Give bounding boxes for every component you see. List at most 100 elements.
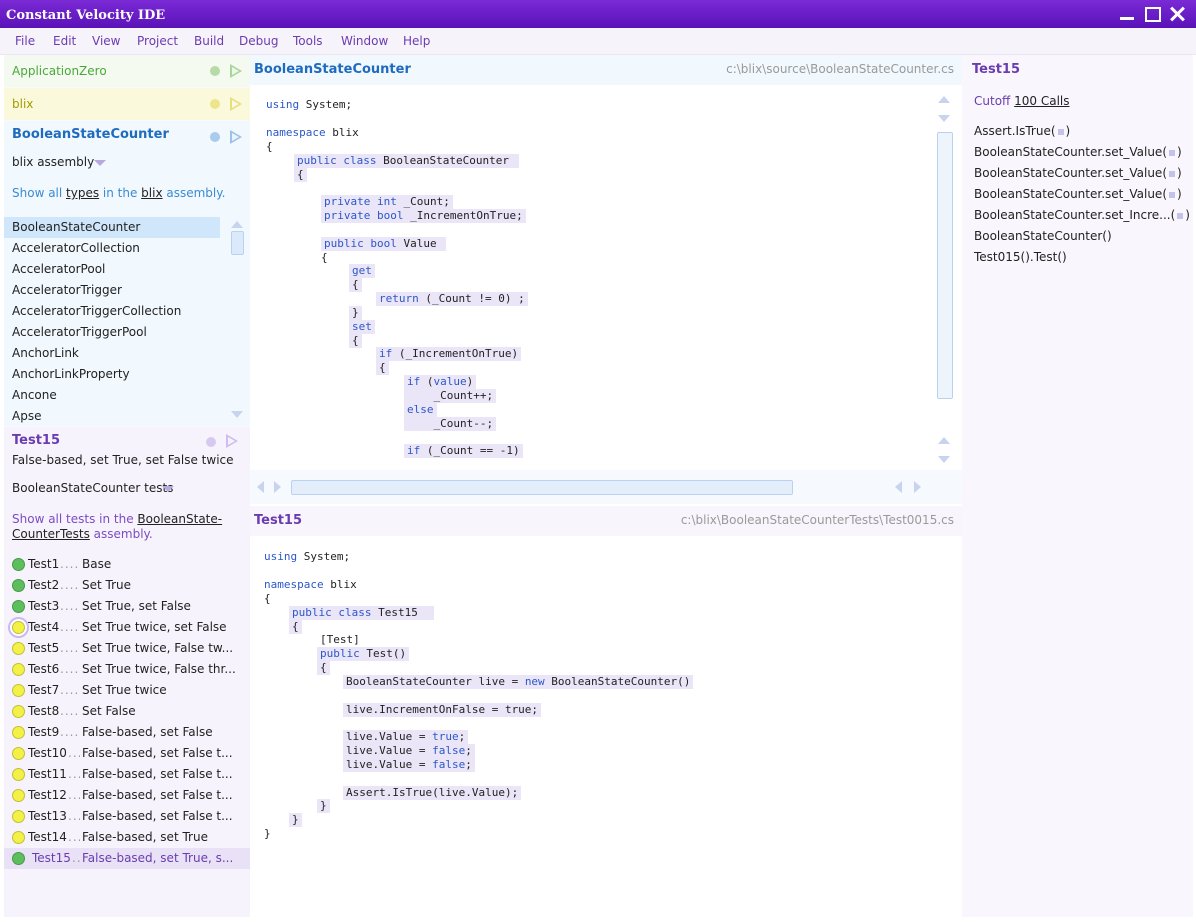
list-item[interactable]: BooleanStateCounter [4, 217, 220, 238]
scroll-left-icon[interactable] [895, 481, 902, 493]
test-row[interactable]: Test14..........False-based, set True [4, 827, 250, 848]
list-item[interactable]: AcceleratorCollection [12, 241, 140, 255]
test-row[interactable]: Test12..........False-based, set False t… [4, 785, 250, 806]
list-item[interactable]: AnchorLinkProperty [12, 367, 130, 381]
status-pending-icon [12, 810, 25, 823]
list-item[interactable]: AcceleratorTrigger [12, 283, 122, 297]
list-item[interactable]: Ancone [12, 388, 57, 402]
test-row[interactable]: Test9..........False-based, set False [4, 722, 250, 743]
menu-debug[interactable]: Debug [239, 34, 279, 48]
menu-project[interactable]: Project [137, 34, 179, 48]
test-row[interactable]: Test2..........Set True [4, 575, 250, 596]
test-row[interactable]: Test10..........False-based, set False t… [4, 743, 250, 764]
hint-text: Show all tests in the [12, 512, 138, 526]
menu-tools[interactable]: Tools [293, 34, 323, 48]
args-icon [1169, 170, 1175, 177]
call-text: Test015().Test() [974, 250, 1067, 264]
chevron-down-icon[interactable] [94, 160, 106, 166]
test-row[interactable]: Test7..........Set True twice [4, 680, 250, 701]
stop-circle-icon[interactable] [206, 437, 216, 447]
scroll-up-icon[interactable] [231, 221, 243, 228]
call-item[interactable]: BooleanStateCounter.set_Value() [974, 184, 1189, 205]
test-description: False-based, set True, s... [82, 851, 234, 865]
test-row[interactable]: Test6..........Set True twice, False thr… [4, 659, 250, 680]
scroll-up-icon[interactable] [938, 96, 950, 103]
list-item[interactable]: AcceleratorTriggerCollection [12, 304, 182, 318]
list-item[interactable]: AcceleratorPool [12, 262, 106, 276]
call-item[interactable]: BooleanStateCounter.set_Value() [974, 163, 1189, 184]
source-editor[interactable]: using System; namespace blix { public cl… [250, 88, 962, 466]
call-item[interactable]: BooleanStateCounter() [974, 226, 1189, 247]
scrollbar-thumb[interactable] [291, 480, 793, 495]
test-description: Base [82, 557, 112, 571]
scroll-right-icon[interactable] [274, 481, 281, 493]
test-row[interactable]: Test4..........Set True twice, set False [4, 617, 250, 638]
menu-edit[interactable]: Edit [53, 34, 77, 48]
close-paren: ) [1185, 208, 1190, 222]
list-item[interactable]: AcceleratorTriggerPool [12, 325, 147, 339]
status-pending-icon [12, 663, 25, 676]
scroll-right-icon[interactable] [914, 481, 921, 493]
status-running-icon [12, 621, 25, 634]
play-icon[interactable] [230, 64, 242, 78]
call-item[interactable]: BooleanStateCounter.set_Value() [974, 142, 1189, 163]
stop-circle-icon[interactable] [210, 99, 220, 109]
scroll-left-icon[interactable] [257, 481, 264, 493]
maximize-icon[interactable] [1144, 6, 1162, 22]
test-title: Test15 [12, 433, 61, 448]
test-row[interactable]: Test13..........False-based, set False t… [4, 806, 250, 827]
call-item[interactable]: BooleanStateCounter.set_Incre...() [974, 205, 1190, 226]
menu-file[interactable]: File [15, 34, 36, 48]
types-link[interactable]: types [66, 186, 100, 200]
test-row[interactable]: Test3..........Set True, set False [4, 596, 250, 617]
test-editor[interactable]: using System; namespace blix { public cl… [250, 540, 962, 914]
leader-dots: .......... [60, 662, 80, 676]
close-paren: ) [1065, 124, 1071, 138]
call-item[interactable]: Test015().Test() [974, 247, 1189, 268]
menu-build[interactable]: Build [194, 34, 225, 48]
tests-assembly-link[interactable]: BooleanState- [137, 512, 223, 526]
test-description: False-based, set False [82, 725, 213, 739]
project-name: blix [12, 97, 34, 111]
cutoff-value-link[interactable]: 100 Calls [1014, 94, 1070, 108]
scrollbar-thumb[interactable] [231, 231, 244, 255]
list-item[interactable]: Apse [12, 409, 42, 423]
project-row-blix[interactable]: blix [4, 88, 250, 120]
menu-view[interactable]: View [92, 34, 121, 48]
scrollbar-thumb[interactable] [937, 132, 953, 399]
assembly-dropdown[interactable]: blix assembly [12, 155, 95, 169]
test-row[interactable]: Test5..........Set True twice, False tw.… [4, 638, 250, 659]
list-item[interactable]: AnchorLink [12, 346, 79, 360]
assembly-link[interactable]: blix [141, 186, 163, 200]
scroll-down-icon[interactable] [938, 115, 950, 122]
scroll-down-icon[interactable] [231, 411, 243, 418]
play-icon[interactable] [226, 434, 238, 448]
hint-text: Show all [12, 186, 67, 200]
call-item[interactable]: Assert.IsTrue() [974, 121, 1189, 142]
play-icon[interactable] [230, 130, 242, 144]
close-icon[interactable] [1168, 6, 1186, 22]
test-row[interactable]: Test15..........False-based, set True, s… [4, 848, 250, 869]
play-icon[interactable] [230, 97, 242, 111]
args-icon [1169, 191, 1175, 198]
scroll-up-icon[interactable] [938, 437, 950, 444]
test-row[interactable]: Test8..........Set False [4, 701, 250, 722]
test-description: Set True twice [82, 683, 167, 697]
tests-assembly-link[interactable]: CounterTests [12, 527, 90, 541]
stop-circle-icon[interactable] [210, 66, 220, 76]
scroll-down-icon[interactable] [938, 456, 950, 463]
test-row[interactable]: Test11..........False-based, set False t… [4, 764, 250, 785]
menu-window[interactable]: Window [341, 34, 389, 48]
hint-text: assembly. [162, 186, 226, 200]
test-row[interactable]: Test1..........Base [4, 554, 250, 575]
tests-dropdown[interactable]: BooleanStateCounter tests [12, 481, 174, 495]
status-pending-icon [12, 831, 25, 844]
project-row-application-zero[interactable]: ApplicationZero [4, 55, 250, 87]
test-description: Set False [82, 704, 136, 718]
test-description: Set True, set False [82, 599, 191, 613]
stop-circle-icon[interactable] [210, 132, 220, 142]
menu-help[interactable]: Help [403, 34, 431, 48]
chevron-down-icon[interactable] [162, 486, 174, 492]
call-text: BooleanStateCounter.set_Incre...( [974, 208, 1176, 222]
minimize-icon[interactable] [1118, 6, 1136, 22]
